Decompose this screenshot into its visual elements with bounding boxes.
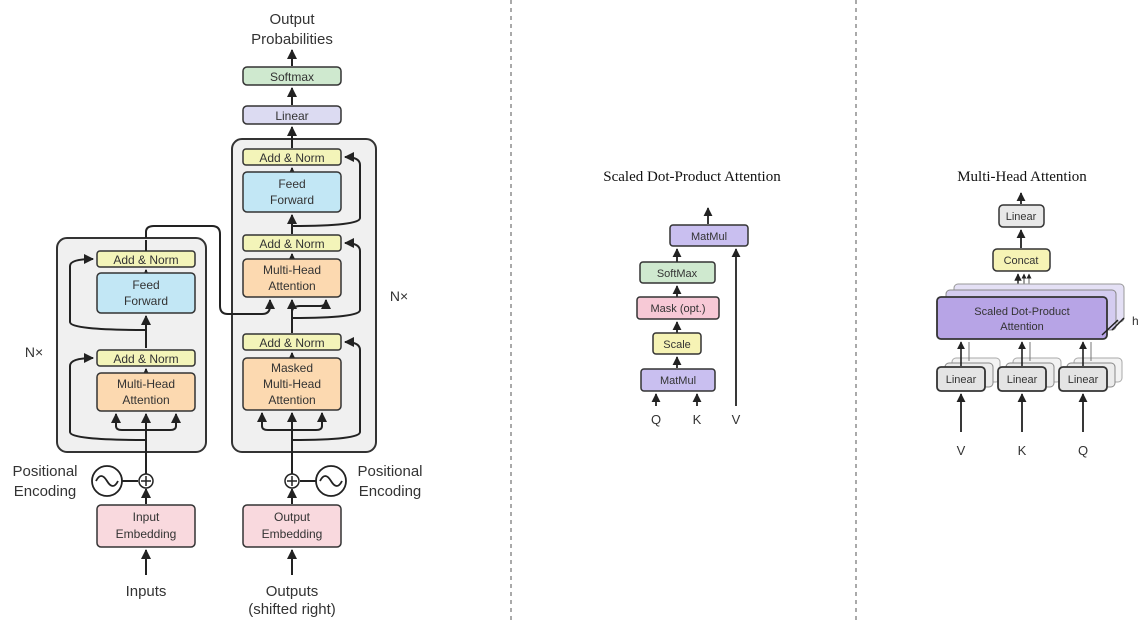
mha-q-label: Q xyxy=(1078,443,1088,458)
encoder-add-norm-1-label: Add & Norm xyxy=(113,352,178,366)
encoder-feed-forward xyxy=(96,272,196,314)
encoder-self-attention xyxy=(96,372,196,412)
encoder-add-norm-1 xyxy=(96,349,196,367)
sdp-matmul-top-label: MatMul xyxy=(691,231,727,243)
encoder-stack xyxy=(56,237,207,453)
multi-head-panel: Multi-Head Attention Linear Concat Scale… xyxy=(936,169,1139,458)
linear-block xyxy=(242,105,342,125)
encoder-feed-forward-label-2: Forward xyxy=(124,294,168,308)
output-embedding xyxy=(242,504,342,548)
encoder-positional-label-2: Encoding xyxy=(14,483,77,500)
scaled-dot-product-panel: Scaled Dot-Product Attention MatMul Soft… xyxy=(603,169,781,427)
softmax-block xyxy=(242,66,342,86)
sdp-matmul-bottom xyxy=(640,368,716,392)
mha-v-label: V xyxy=(957,443,966,458)
output-embedding-label-1: Output xyxy=(274,510,311,524)
outputs-label-1: Outputs xyxy=(266,583,319,600)
mha-linear-k xyxy=(997,366,1047,392)
multi-head-title: Multi-Head Attention xyxy=(957,169,1087,185)
mha-linear-q xyxy=(1058,366,1108,392)
output-probabilities-label-2: Probabilities xyxy=(251,31,333,48)
sdp-q-label: Q xyxy=(651,412,661,427)
input-embedding-label-2: Embedding xyxy=(116,527,177,541)
encoder-self-attention-label-2: Attention xyxy=(122,393,169,407)
output-probabilities-label: Output xyxy=(269,11,315,28)
mha-linear-v xyxy=(936,366,986,392)
encoder-self-attention-label-1: Multi-Head xyxy=(117,377,175,391)
softmax-label: Softmax xyxy=(270,70,314,84)
mha-sdpa-label-2: Attention xyxy=(1000,321,1043,333)
decoder-feed-forward xyxy=(242,171,342,213)
mha-concat-label: Concat xyxy=(1004,255,1039,267)
decoder-cross-attention-label-1: Multi-Head xyxy=(263,263,321,277)
sdp-mask xyxy=(636,296,720,320)
mha-h-label: h xyxy=(1132,314,1139,328)
inputs-label: Inputs xyxy=(126,583,167,600)
decoder-masked-attention-label-1: Masked xyxy=(271,361,313,375)
sdp-mask-label: Mask (opt.) xyxy=(650,303,705,315)
decoder-cross-attention xyxy=(242,258,342,298)
sdp-scale xyxy=(652,332,702,355)
sdp-softmax-label: SoftMax xyxy=(657,268,698,280)
sdp-matmul-bottom-label: MatMul xyxy=(660,375,696,387)
mha-concat xyxy=(992,248,1051,272)
input-embedding xyxy=(96,504,196,548)
sdp-softmax xyxy=(639,261,716,284)
decoder-cross-attention-label-2: Attention xyxy=(268,279,315,293)
sdp-matmul-top xyxy=(669,224,749,247)
decoder-positional-label-1: Positional xyxy=(357,463,422,480)
mha-linear-q-label: Linear xyxy=(1068,374,1099,386)
outputs-label-2: (shifted right) xyxy=(248,601,336,618)
input-embedding-label-1: Input xyxy=(133,510,160,524)
decoder-positional-label-2: Encoding xyxy=(359,483,422,500)
sdp-k-label: K xyxy=(693,412,702,427)
encoder-nx-label: N× xyxy=(25,344,43,360)
sdp-v-label: V xyxy=(732,412,741,427)
output-embedding-label-2: Embedding xyxy=(262,527,323,541)
decoder-nx-label: N× xyxy=(390,288,408,304)
mha-sdpa-label-1: Scaled Dot-Product xyxy=(974,306,1069,318)
decoder-add-norm-1-label: Add & Norm xyxy=(259,336,324,350)
encoder-feed-forward-label-1: Feed xyxy=(132,278,159,292)
transformer-panel: Output Probabilities Softmax Linear Add … xyxy=(12,11,422,618)
decoder-masked-attention xyxy=(242,357,342,411)
decoder-masked-attention-label-3: Attention xyxy=(268,393,315,407)
scaled-dot-title: Scaled Dot-Product Attention xyxy=(603,169,781,185)
linear-label: Linear xyxy=(275,109,308,123)
mha-sdpa-block xyxy=(936,296,1108,340)
decoder-add-norm-3-label: Add & Norm xyxy=(259,151,324,165)
decoder-add-norm-2 xyxy=(242,234,342,252)
encoder-positional-label-1: Positional xyxy=(12,463,77,480)
sdp-scale-label: Scale xyxy=(663,339,691,351)
decoder-feed-forward-label-2: Forward xyxy=(270,193,314,207)
decoder-feed-forward-label-1: Feed xyxy=(278,177,305,191)
mha-linear-k-label: Linear xyxy=(1007,374,1038,386)
encoder-add-norm-2-label: Add & Norm xyxy=(113,253,178,267)
mha-linear-v-label: Linear xyxy=(946,374,977,386)
decoder-masked-attention-label-2: Multi-Head xyxy=(263,377,321,391)
mha-linear-top xyxy=(998,204,1045,228)
mha-k-label: K xyxy=(1018,443,1027,458)
decoder-add-norm-1 xyxy=(242,333,342,351)
mha-linear-top-label: Linear xyxy=(1006,211,1037,223)
decoder-add-norm-2-label: Add & Norm xyxy=(259,237,324,251)
